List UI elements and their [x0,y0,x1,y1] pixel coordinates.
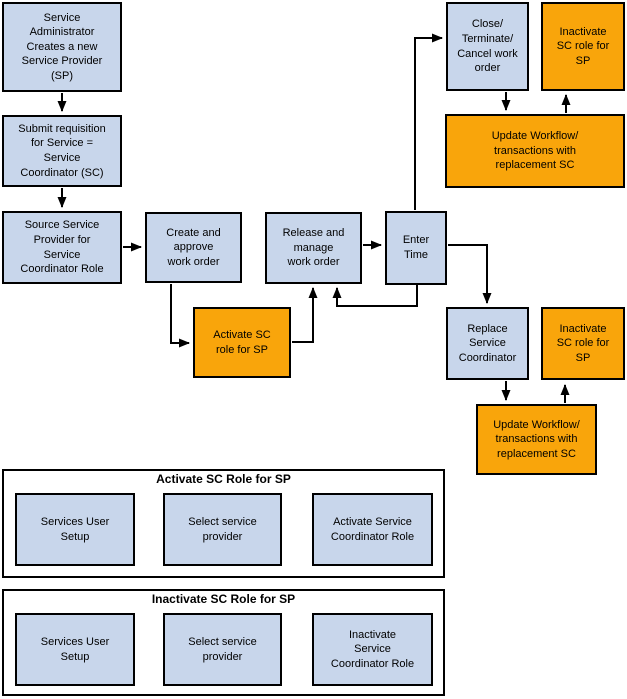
panel-activate-title: Activate SC Role for SP [156,472,291,486]
node-update-workflow-bottom: Update Workflow/ transactions with repla… [476,404,597,475]
arrow-entertime-to-release [332,285,418,307]
node-service-administrator: Service Administrator Creates a new Serv… [2,2,122,92]
node-source-service-provider: Source Service Provider for Service Coor… [2,211,122,284]
node-p1-select-service-provider: Select service provider [163,493,282,566]
node-create-approve-work-order: Create and approve work order [145,212,242,283]
node-inactivate-sc-role-mid: Inactivate SC role for SP [541,307,625,380]
arrow-create-to-activate [170,284,190,348]
node-p2-select-service-provider: Select service provider [163,613,282,686]
node-update-workflow-top: Update Workflow/ transactions with repla… [445,114,625,188]
node-p2-services-user-setup: Services User Setup [15,613,135,686]
arrow-entertime-to-replace [448,244,492,304]
node-replace-service-coordinator: Replace Service Coordinator [446,307,529,380]
node-p1-services-user-setup: Services User Setup [15,493,135,566]
arrow-entertime-to-close [414,33,443,210]
node-p2-inactivate-service-coordinator-role: Inactivate Service Coordinator Role [312,613,433,686]
panel-inactivate-title: Inactivate SC Role for SP [151,592,296,606]
arrow-activate-to-release [292,287,318,343]
node-close-terminate-cancel-work-order: Close/ Terminate/ Cancel work order [446,2,529,91]
node-inactivate-sc-role-top: Inactivate SC role for SP [541,2,625,91]
node-activate-sc-role: Activate SC role for SP [193,307,291,378]
node-submit-requisition: Submit requisition for Service = Service… [2,115,122,187]
node-release-manage-work-order: Release and manage work order [265,212,362,284]
node-enter-time: Enter Time [385,211,447,285]
node-p1-activate-service-coordinator-role: Activate Service Coordinator Role [312,493,433,566]
